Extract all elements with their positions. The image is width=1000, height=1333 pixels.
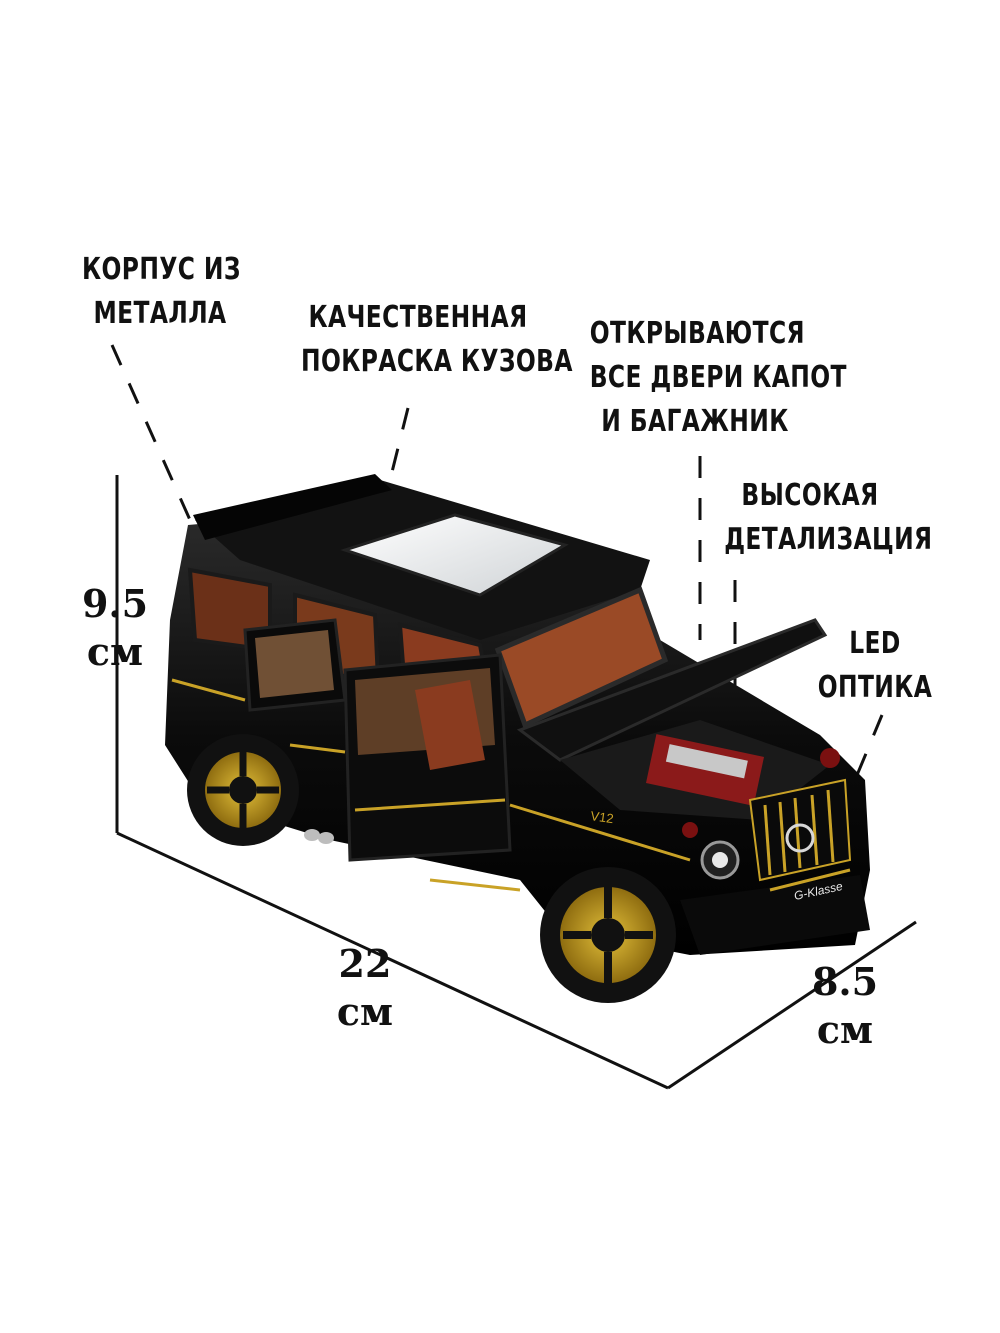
- windshield: [494, 586, 669, 729]
- front-grille: [748, 778, 852, 882]
- seat: [415, 680, 485, 770]
- rear-door-glass: [255, 630, 334, 698]
- front-wheel: [540, 867, 676, 1003]
- leader-lines: [110, 344, 884, 781]
- label-led-optics: LED ОПТИКА: [817, 626, 933, 705]
- exhaust-pipes: [304, 829, 334, 844]
- car-roof-rack: [193, 474, 392, 540]
- gold-trim: [171, 678, 851, 892]
- rear-wheel: [187, 734, 299, 846]
- front-bumper: [680, 875, 870, 955]
- engine-cover: [665, 744, 748, 779]
- label-metal-body: КОРПУС ИЗ МЕТАЛЛА: [82, 252, 241, 331]
- open-hood: [516, 618, 828, 762]
- width-dimension-line: [667, 920, 917, 1090]
- toy-car: V12 G-Klasse: [165, 474, 870, 1003]
- engine-badge: V12: [590, 808, 615, 826]
- leader-led: [853, 714, 884, 781]
- length-dimension-line: [116, 831, 669, 1090]
- dimension-lines: [115, 475, 917, 1090]
- grille-bars: [763, 789, 835, 876]
- label-paint-quality: КАЧЕСТВЕННАЯ ПОКРАСКА КУЗОВА: [301, 300, 573, 379]
- marker-light: [682, 822, 698, 838]
- marker-light: [820, 748, 840, 768]
- headlight-led: [712, 852, 728, 868]
- leader-paint: [383, 407, 410, 501]
- dimension-width: 8.5 см: [811, 959, 879, 1052]
- dimension-height: 9.5 см: [81, 581, 149, 674]
- leader-metal-body: [110, 344, 192, 521]
- mercedes-star-icon: [785, 823, 815, 853]
- car-sunroof: [340, 513, 569, 597]
